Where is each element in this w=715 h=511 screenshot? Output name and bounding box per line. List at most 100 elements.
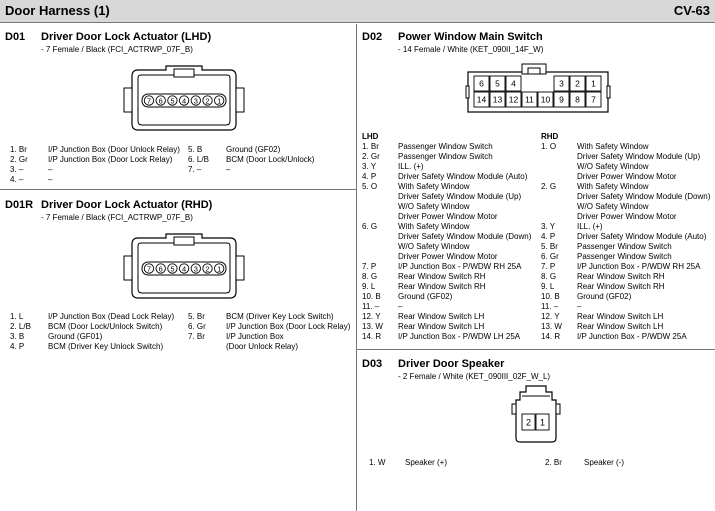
- d01-right-pin-number-1: 5. B: [188, 145, 203, 154]
- d01r-right-pin-desc-2: I/P Junction Box (Door Lock Relay): [226, 322, 351, 331]
- d02-lhd-pin-number-14: 8. G: [362, 272, 378, 281]
- d03-pin-1-number: 1. W: [369, 458, 386, 467]
- d02-lhd-pin-desc-12: Driver Power Window Motor: [398, 252, 498, 261]
- divider-d02: [357, 349, 715, 350]
- d01-pin-descriptions-left: I/P Junction Box (Door Unlock Relay)I/P …: [48, 145, 180, 185]
- d01r-left-pin-number-4: 4. P: [10, 342, 25, 351]
- d02-rhd-pin-number-6: [541, 192, 562, 202]
- d02-bottom-pin-cavity: [473, 91, 490, 108]
- d01r-title: Driver Door Lock Actuator (RHD): [41, 199, 213, 211]
- d01-connector-pin-number: 7: [147, 96, 151, 105]
- d01-right-pin-desc-3: –: [226, 165, 231, 174]
- d02-bottom-pin-number: 7: [591, 95, 596, 105]
- d02-rhd-pin-number-13: 7. P: [541, 262, 556, 271]
- d02-bottom-pin-number: 9: [559, 95, 564, 105]
- d02-bottom-pin-number: 12: [509, 95, 519, 105]
- d02-bottom-pin-number: 11: [525, 95, 534, 105]
- d01r-connector-pin-number: 5: [170, 264, 174, 273]
- d03-subtitle: - 2 Female / White (KET_090III_02F_W_L): [398, 372, 551, 381]
- column-divider: [356, 24, 357, 511]
- d01-code: D01: [5, 31, 26, 43]
- d03-connector-pin-cavity: [535, 413, 550, 431]
- d01-right-pin-desc-1: Ground (GF02): [226, 145, 281, 154]
- d02-title: Power Window Main Switch: [398, 31, 543, 43]
- d01r-left-pin-number-3: 3. B: [10, 332, 25, 341]
- d02-rhd-pin-number-8: [541, 212, 562, 222]
- d02-lhd-pin-desc-16: Ground (GF02): [398, 292, 453, 301]
- d02-lhd-pin-number-7: [362, 202, 383, 212]
- d02-lhd-pin-desc-18: Rear Window Switch LH: [398, 312, 485, 321]
- d02-lhd-pin-desc-13: I/P Junction Box - P/WDW RH 25A: [398, 262, 522, 271]
- d01-title: Driver Door Lock Actuator (LHD): [41, 31, 212, 43]
- d01-connector-pin-number: 5: [170, 96, 174, 105]
- d02-top-pin-number: 2: [575, 79, 580, 89]
- d02-rhd-pin-desc-5: With Safety Window: [577, 182, 649, 191]
- d01r-connector-pin-number: 3: [194, 264, 198, 273]
- d03-title: Driver Door Speaker: [398, 358, 505, 370]
- d01-left-pin-desc-3: –: [48, 165, 53, 174]
- d02-lhd-pin-number-6: [362, 192, 383, 202]
- d02-top-pin-number: 3: [559, 79, 564, 89]
- d01r-right-pin-number-4: [188, 342, 206, 352]
- d02-rhd-pin-desc-9: ILL. (+): [577, 222, 603, 231]
- d02-lhd-pin-number-5: 5. O: [362, 182, 378, 191]
- d02-rhd-pin-number-4: [541, 172, 562, 182]
- d01-connector-pin-number: 1: [217, 96, 221, 105]
- d02-lhd-pin-desc-9: With Safety Window: [398, 222, 470, 231]
- d01-left-pin-desc-4: –: [48, 175, 53, 184]
- d01r-code: D01R: [5, 199, 34, 211]
- d02-rhd-pin-desc-6: Driver Safety Window Module (Down): [577, 192, 711, 201]
- d02-rhd-pin-number-17: 11. –: [541, 302, 559, 311]
- d03-pin-1-description: Speaker (+): [405, 458, 448, 467]
- d02-subtitle: - 14 Female / White (KET_090II_14F_W): [398, 45, 544, 54]
- d01-right-pin-number-2: 6. L/B: [188, 155, 209, 164]
- d02-rhd-pin-desc-3: W/O Safety Window: [577, 162, 649, 171]
- d02-lhd-pin-desc-7: W/O Safety Window: [398, 202, 470, 211]
- d02-lhd-pin-number-13: 7. P: [362, 262, 377, 271]
- d02-rhd-pin-number-15: 9. L: [541, 282, 555, 291]
- d02-bottom-pin-number: 13: [493, 95, 503, 105]
- d01r-connector-pin-cavity: [202, 263, 213, 274]
- d02-rhd-pin-desc-15: Rear Window Switch RH: [577, 282, 665, 291]
- d02-bottom-pin-cavity: [585, 91, 602, 108]
- d02-rhd-pin-desc-1: With Safety Window: [577, 142, 649, 151]
- d02-top-pin-cavity: [473, 75, 490, 92]
- d01-left-pin-number-2: 2. Gr: [10, 155, 28, 164]
- d02-lhd-pin-number-15: 9. L: [362, 282, 376, 291]
- d02-bottom-pin-cavity: [505, 91, 522, 108]
- d01-subtitle: - 7 Female / Black (FCI_ACTRWP_07F_B): [41, 45, 193, 54]
- d02-lhd-pin-number-20: 14. R: [362, 332, 382, 341]
- d01r-subtitle: - 7 Female / Black (FCI_ACTRWP_07F_B): [41, 213, 193, 222]
- d01-connector-pin-cavity: [143, 95, 155, 106]
- d02-rhd-pin-desc-14: Rear Window Switch RH: [577, 272, 665, 281]
- d01-right-pin-desc-2: BCM (Door Lock/Unlock): [226, 155, 315, 164]
- d02-lhd-pin-number-8: [362, 212, 383, 222]
- d01r-connector-pin-cavity: [167, 263, 178, 274]
- d02-top-pin-number: 1: [591, 79, 596, 89]
- d02-rhd-pin-desc-19: Rear Window Switch LH: [577, 322, 664, 331]
- d02-rhd-pin-desc-10: Driver Safety Window Module (Auto): [577, 232, 707, 241]
- d02-rhd-label: RHD: [541, 132, 559, 141]
- d02-rhd-pin-number-18: 12. Y: [541, 312, 560, 321]
- d01r-left-pin-number-2: 2. L/B: [10, 322, 31, 331]
- d03-pin-2-number: 2. Br: [545, 458, 562, 467]
- d02-lhd-pin-desc-10: Driver Safety Window Module (Down): [398, 232, 532, 241]
- d02-lhd-pin-desc-3: ILL. (+): [398, 162, 424, 171]
- d02-lhd-pin-number-12: [362, 252, 383, 262]
- d02-rhd-pin-desc-13: I/P Junction Box - P/WDW RH 25A: [577, 262, 701, 271]
- d02-bottom-pin-cavity: [553, 91, 570, 108]
- d02-top-pin-number: 5: [495, 79, 500, 89]
- d02-top-pin-cavity: [553, 75, 570, 92]
- d01r-left-pin-desc-4: BCM (Driver Key Unlock Switch): [48, 342, 164, 351]
- d02-rhd-pin-number-3: [541, 162, 562, 172]
- d02-bottom-pin-number: 10: [541, 95, 551, 105]
- d01r-connector-pin-number: 6: [159, 264, 163, 273]
- d01-pin-descriptions-right: Ground (GF02)BCM (Door Lock/Unlock)–: [226, 145, 314, 175]
